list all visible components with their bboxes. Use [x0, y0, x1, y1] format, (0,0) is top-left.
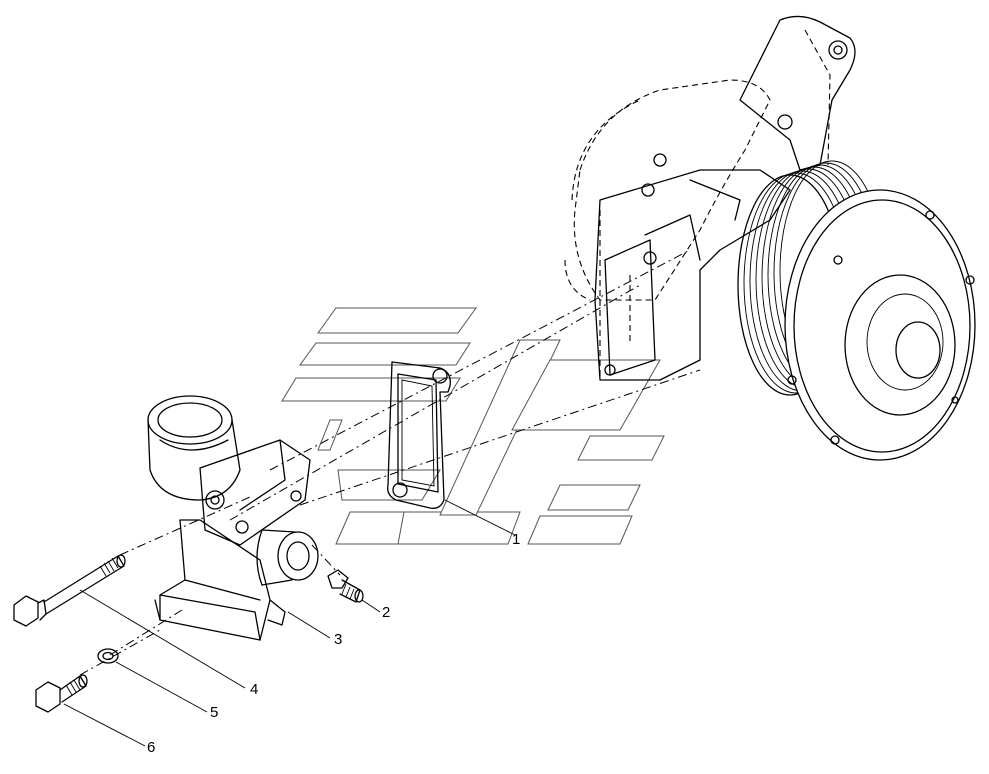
callout-3: 3 — [334, 631, 343, 648]
watermark-logo — [281, 307, 665, 545]
callout-1: 1 — [512, 531, 521, 548]
callout-4: 4 — [250, 681, 259, 698]
water-pump-assembly — [564, 15, 976, 461]
short-bolt-part-6 — [35, 674, 88, 713]
bolt-part-2 — [327, 569, 364, 603]
long-bolt-part-4 — [13, 554, 126, 627]
assembly-centerlines — [79, 249, 701, 676]
leader-lines — [63, 499, 516, 747]
thermostat-housing-part-3 — [147, 395, 319, 641]
washer-part-5 — [97, 648, 119, 664]
callout-5: 5 — [210, 704, 219, 721]
callout-6: 6 — [147, 739, 156, 756]
gasket-part-1 — [387, 361, 451, 509]
callout-2: 2 — [382, 604, 391, 621]
